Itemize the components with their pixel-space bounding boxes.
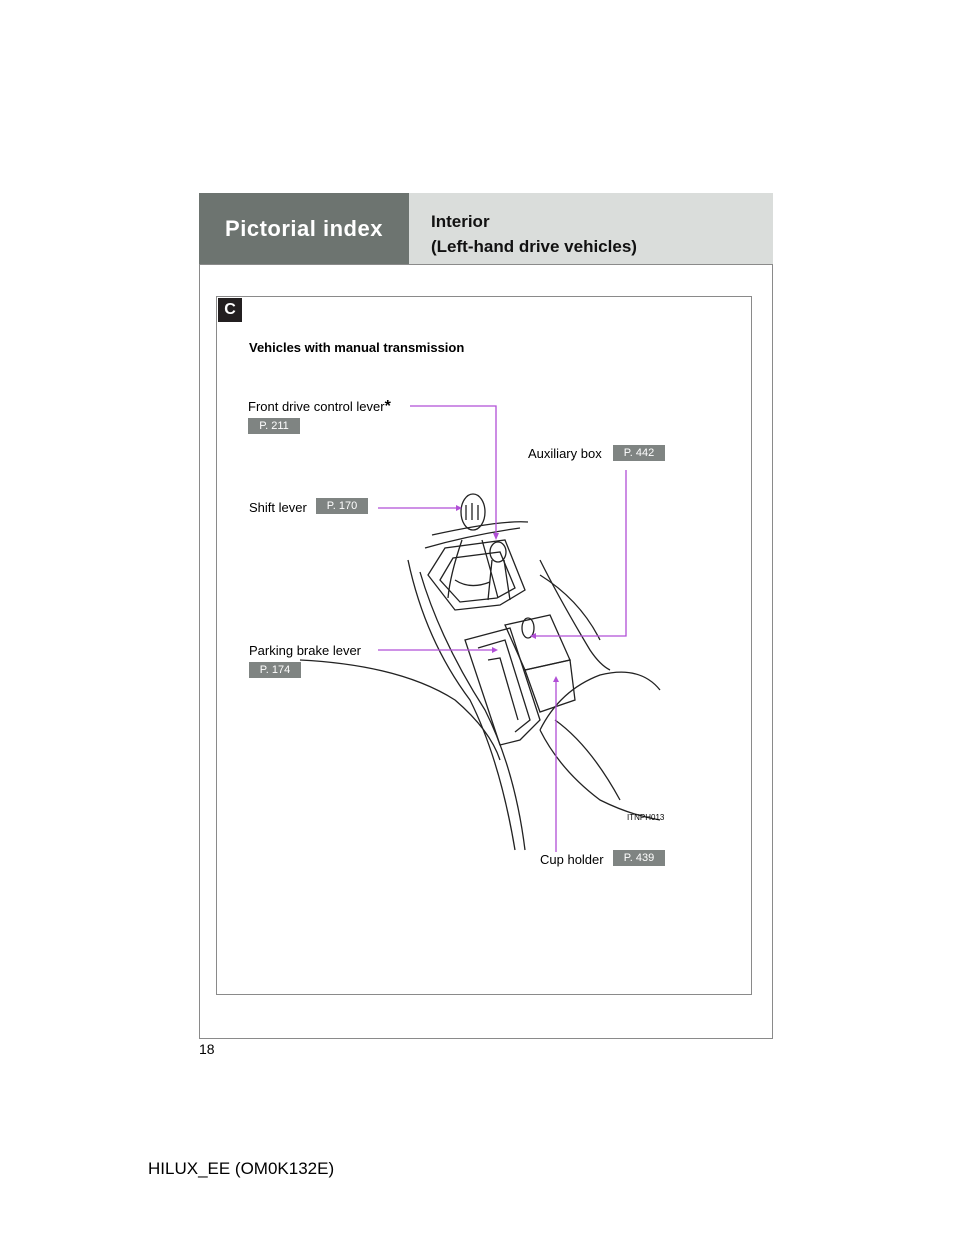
page-title-line2: (Left-hand drive vehicles) xyxy=(431,237,637,256)
parking-brake-label: Parking brake lever xyxy=(249,643,361,658)
auxiliary-box-page-ref[interactable]: P. 442 xyxy=(613,445,665,461)
figure-code: ITNPH013 xyxy=(627,813,665,822)
page-title: Interior (Left-hand drive vehicles) xyxy=(409,193,773,264)
page-title-line1: Interior xyxy=(431,212,490,231)
subtitle: Vehicles with manual transmission xyxy=(249,340,465,355)
shift-lever-page-ref[interactable]: P. 170 xyxy=(316,498,368,514)
asterisk-mark: * xyxy=(384,398,391,415)
front-drive-label: Front drive control lever* xyxy=(248,398,391,416)
leader-auxiliary-box xyxy=(534,470,627,637)
section-badge: C xyxy=(218,298,242,322)
document-code: HILUX_EE (OM0K132E) xyxy=(148,1159,335,1178)
leader-front-drive xyxy=(410,405,497,535)
front-drive-page-ref[interactable]: P. 211 xyxy=(248,418,300,434)
console-drawing xyxy=(299,493,661,851)
auxiliary-box-label: Auxiliary box xyxy=(528,446,602,461)
content-box xyxy=(216,296,752,995)
parking-brake-page-ref[interactable]: P. 174 xyxy=(249,662,301,678)
cup-holder-label: Cup holder xyxy=(540,852,604,867)
page-number: 18 xyxy=(199,1041,215,1057)
cup-holder-page-ref[interactable]: P. 439 xyxy=(613,850,665,866)
leader-lines xyxy=(378,405,627,852)
shift-lever-label: Shift lever xyxy=(249,500,307,515)
page-header: Pictorial index Interior (Left-hand driv… xyxy=(199,193,773,265)
front-drive-text: Front drive control lever xyxy=(248,399,385,414)
section-title: Pictorial index xyxy=(199,193,409,264)
